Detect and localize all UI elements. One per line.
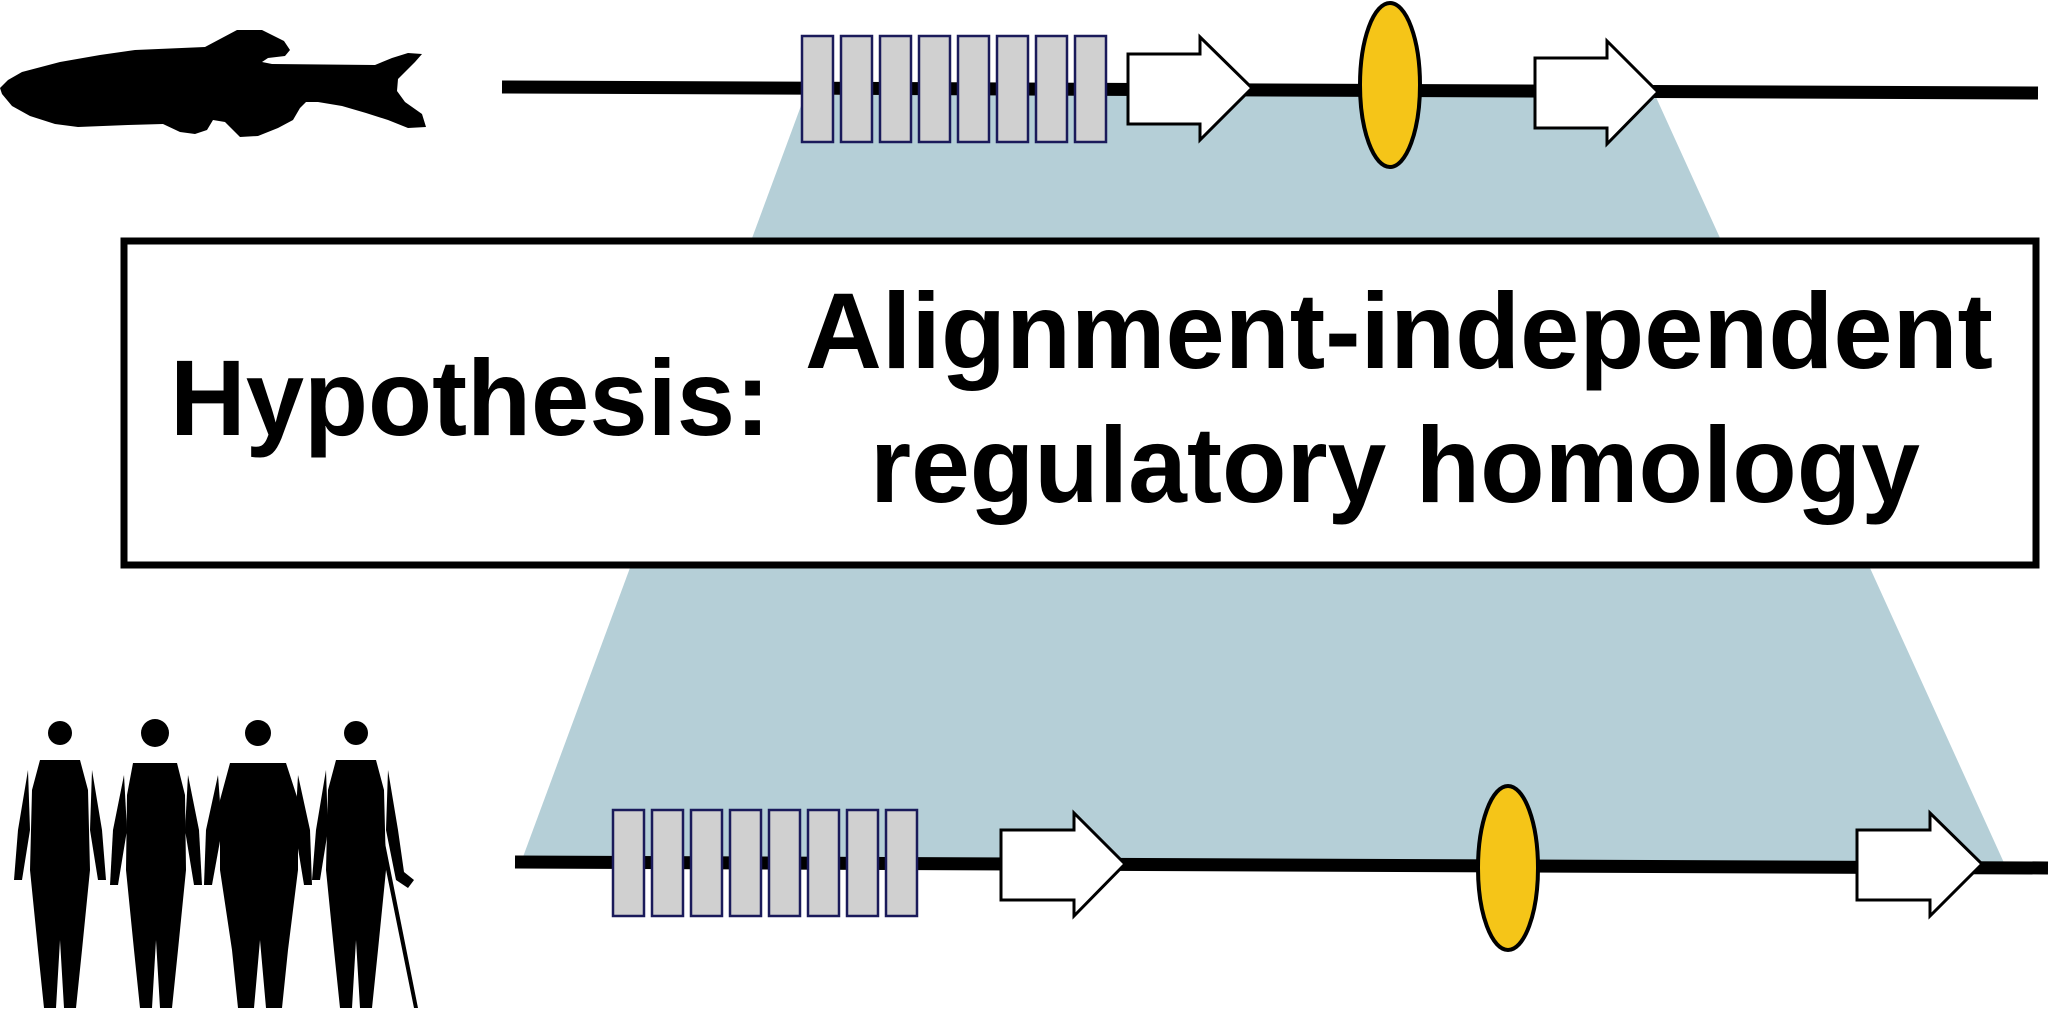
bottom-repeat-box (728, 808, 763, 918)
top-repeat-boxes (800, 34, 1108, 144)
top-repeat-box (995, 34, 1030, 144)
humans-icon (14, 719, 418, 1008)
bottom-repeat-box (845, 808, 880, 918)
human-figure-3 (204, 720, 312, 1008)
top-arrow-1 (1126, 33, 1255, 144)
hypothesis-label: Hypothesis: (170, 337, 770, 458)
bottom-regulatory-element (1476, 784, 1540, 952)
bottom-repeat-box (806, 808, 841, 918)
hypothesis-line-1: Alignment-independent (805, 270, 1993, 391)
bottom-repeat-box (689, 808, 724, 918)
bottom-repeat-box (767, 808, 802, 918)
top-repeat-box (1034, 34, 1069, 144)
bottom-repeat-box (650, 808, 685, 918)
bottom-repeat-box (611, 808, 646, 918)
top-locus (501, 1, 2039, 169)
top-repeat-box (800, 34, 835, 144)
hypothesis-line-2: regulatory homology (870, 404, 1920, 525)
top-dna-line (501, 80, 2039, 100)
hypothesis-frame (120, 237, 2040, 569)
bottom-arrow-2 (1855, 809, 1985, 920)
bottom-repeat-boxes (611, 808, 919, 918)
human-figure-4 (312, 721, 418, 1008)
bottom-locus (514, 784, 2049, 952)
top-repeat-box (878, 34, 913, 144)
top-repeat-box (956, 34, 991, 144)
top-repeat-box (1073, 34, 1108, 144)
bottom-repeat-box (884, 808, 919, 918)
human-figure-1 (14, 721, 106, 1008)
top-arrow-2 (1533, 37, 1661, 148)
hypothesis-box: Hypothesis: Alignment-independent regula… (120, 237, 2040, 569)
top-repeat-box (917, 34, 952, 144)
human-figure-2 (110, 719, 202, 1008)
bottom-arrow-1 (999, 809, 1128, 920)
top-regulatory-element (1358, 1, 1422, 169)
top-repeat-box (839, 34, 874, 144)
fish-icon (0, 30, 426, 137)
